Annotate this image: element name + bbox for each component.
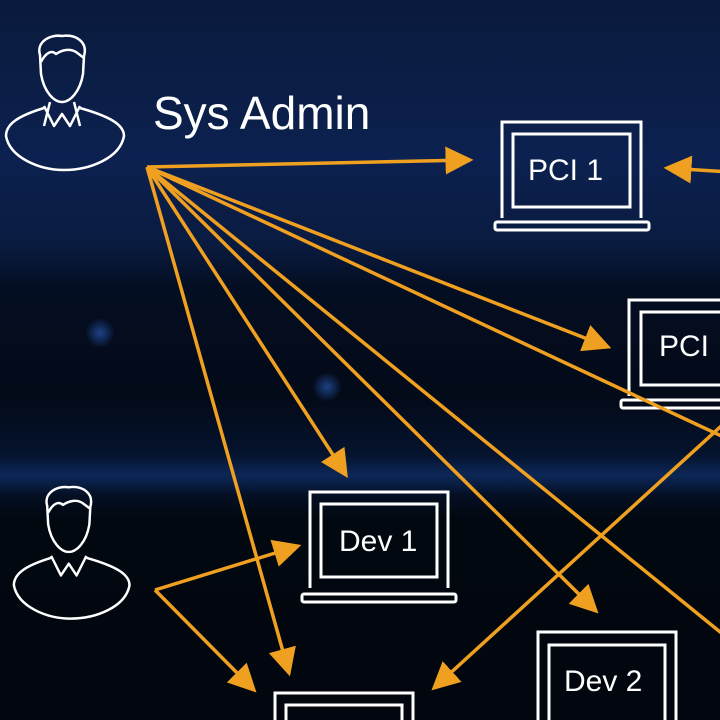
arrow-sysadmin-unlabeled [145, 166, 296, 677]
arrow-developer-dev1 [154, 539, 302, 592]
sys-admin-user-icon [4, 34, 126, 172]
pci-1-label: PCI 1 [528, 154, 604, 187]
laptop-icon-dev-1 [300, 490, 458, 604]
laptop-icon-unlabeled [273, 691, 415, 720]
background-horizon-glow [0, 455, 720, 495]
arrow-sysadmin-pci1 [146, 146, 474, 175]
pci-2-label: PCI [659, 330, 710, 363]
line-sysadmin-offscreen-2 [145, 165, 720, 635]
arrow-sysadmin-pci2 [146, 165, 612, 352]
laptop-icon-pci-2 [619, 298, 720, 410]
connection-arrows [145, 146, 720, 693]
arrow-offscreen-pci1 [663, 155, 720, 184]
dev-2-label: Dev 2 [564, 665, 643, 698]
arrow-offscreen-unlabeled [431, 424, 720, 691]
developer-user-icon [12, 485, 131, 620]
dev-1-label: Dev 1 [339, 525, 418, 558]
arrow-sysadmin-dev2 [145, 165, 599, 614]
laptop-icon-pci-1 [493, 120, 651, 232]
arrow-sysadmin-dev1 [145, 166, 348, 478]
line-sysadmin-offscreen-1 [146, 165, 720, 438]
background-light [312, 372, 342, 402]
arrow-developer-unlabeled [153, 588, 257, 693]
laptop-icon-dev-2 [536, 630, 678, 720]
background-light [85, 318, 115, 348]
sys-admin-label: Sys Admin [153, 87, 371, 139]
